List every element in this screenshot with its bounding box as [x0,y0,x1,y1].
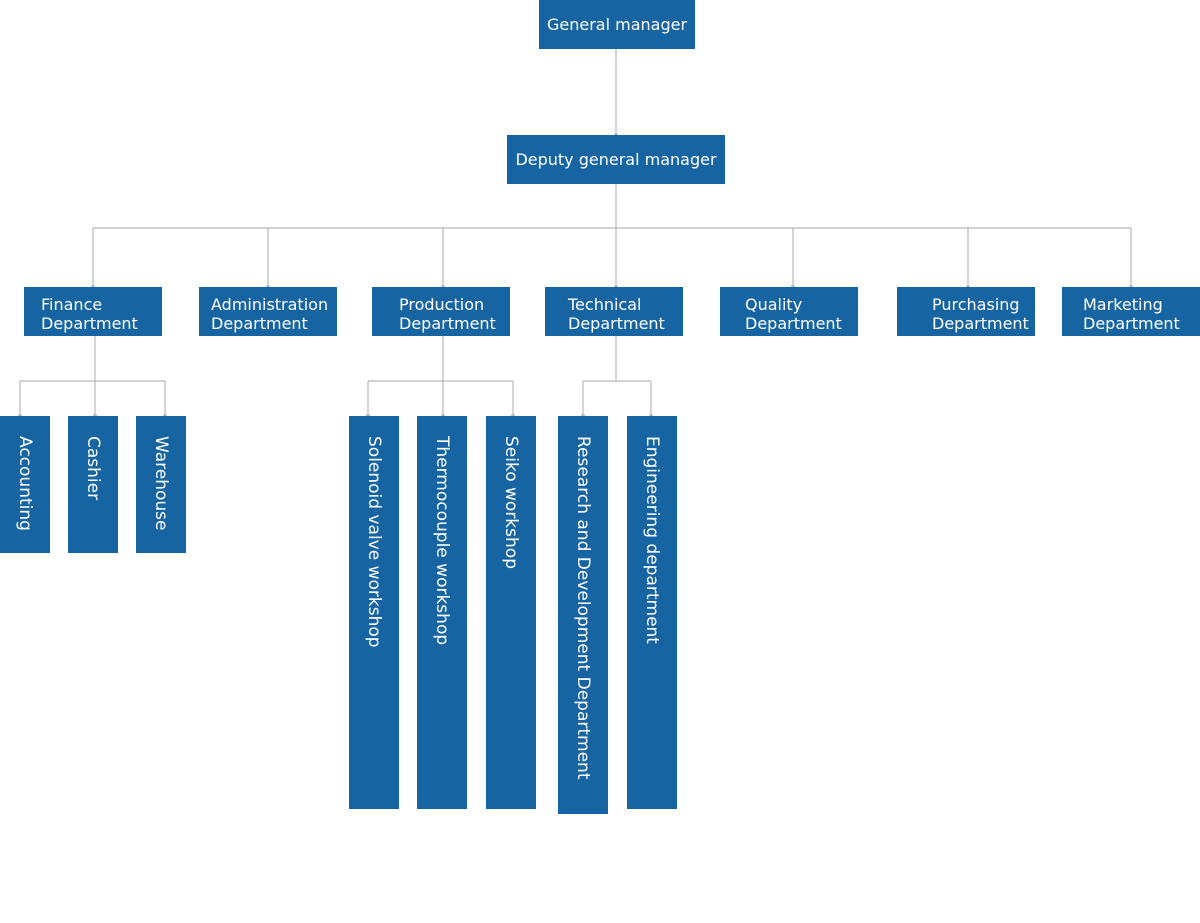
department-label-line1: Marketing [1083,295,1163,314]
unit-label: Thermocouple workshop [432,436,452,646]
department-marketing-box: Marketing Department [1062,287,1200,336]
department-label-line2: Department [932,314,1029,333]
unit-label: Warehouse [151,436,171,531]
unit-label: Engineering department [642,436,662,644]
unit-engineering-department-box: Engineering department [627,416,677,809]
unit-warehouse-box: Warehouse [136,416,186,553]
department-label-line2: Department [1083,314,1180,333]
general-manager-box: General manager [539,0,695,49]
department-quality-box: Quality Department [720,287,858,336]
unit-solenoid-valve-workshop-box: Solenoid valve workshop [349,416,399,809]
general-manager-label: General manager [546,15,688,34]
deputy-general-manager-label: Deputy general manager [515,150,717,169]
unit-label: Solenoid valve workshop [364,436,384,648]
unit-label: Seiko workshop [501,436,521,569]
department-technical-box: Technical Department [545,287,683,336]
deputy-general-manager-box: Deputy general manager [507,135,725,184]
unit-thermocouple-workshop-box: Thermocouple workshop [417,416,467,809]
unit-research-and-development-box: Research and Development Department [558,416,608,814]
department-label-line2: Department [41,314,138,333]
unit-label: Cashier [83,436,103,501]
department-label-line1: Administration [211,295,329,314]
department-label-line1: Technical [568,295,642,314]
unit-seiko-workshop-box: Seiko workshop [486,416,536,809]
department-purchasing-box: Purchasing Department [897,287,1035,336]
department-production-box: Production Department [372,287,510,336]
department-label-line2: Department [211,314,308,333]
unit-label: Research and Development Department [573,436,593,780]
department-label-line1: Purchasing [932,295,1020,314]
department-label-line2: Department [399,314,496,333]
unit-label: Accounting [15,436,35,531]
department-label-line1: Quality [745,295,803,314]
department-administration-box: Administration Department [199,287,337,336]
department-finance-box: Finance Department [24,287,162,336]
department-label-line2: Department [568,314,665,333]
unit-cashier-box: Cashier [68,416,118,553]
department-label-line1: Production [399,295,485,314]
department-label-line2: Department [745,314,842,333]
department-label-line1: Finance [41,295,103,314]
unit-accounting-box: Accounting [0,416,50,553]
